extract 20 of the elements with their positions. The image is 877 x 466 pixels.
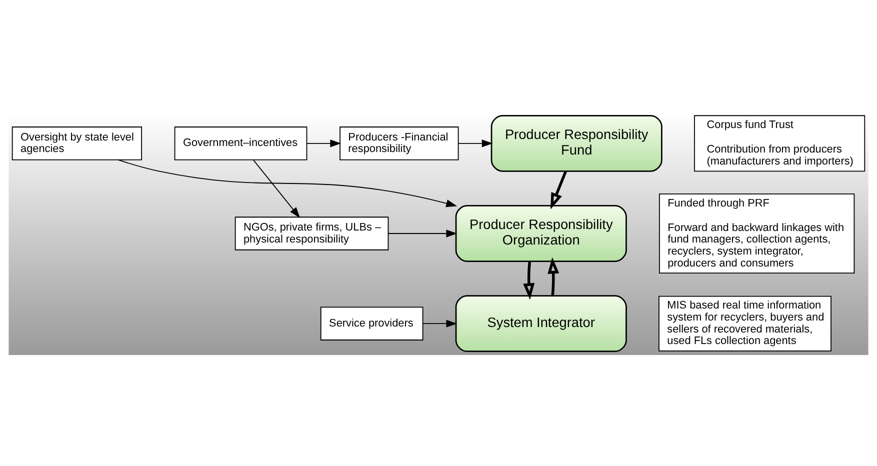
node-box: Producer Responsibility Fund (490, 114, 662, 172)
node-box: Funded through PRF Forward and backward linkages with fund managers, collection agents, recyclers, system integrator, producers and consumers (658, 192, 855, 274)
arrow (422, 319, 458, 327)
arrow (458, 139, 493, 147)
arrow (388, 229, 458, 237)
arrow (306, 139, 342, 147)
node-box: Producer Responsibility Organization (455, 204, 627, 262)
arrow (253, 159, 300, 218)
node-box: Government–incentives (174, 126, 308, 160)
node-box: Oversight by state level agencies (12, 126, 142, 160)
node-box: NGOs, private firms, ULBs – physical responsibility (234, 216, 389, 250)
node-box: System Integrator (455, 294, 627, 352)
node-box: Corpus fund Trust Contribution from producers (manufacturers and importers) (694, 114, 866, 172)
arrow (550, 170, 568, 209)
arrow (523, 260, 535, 300)
node-box: MIS based real time information system for recyclers, buyers and sellers of recovered materials, used FLs collection agents (658, 295, 832, 351)
node-box: Producers -Financial responsibility (340, 126, 459, 160)
node-box: Service providers (320, 306, 424, 340)
arrow (548, 256, 560, 296)
arrow (118, 158, 458, 207)
